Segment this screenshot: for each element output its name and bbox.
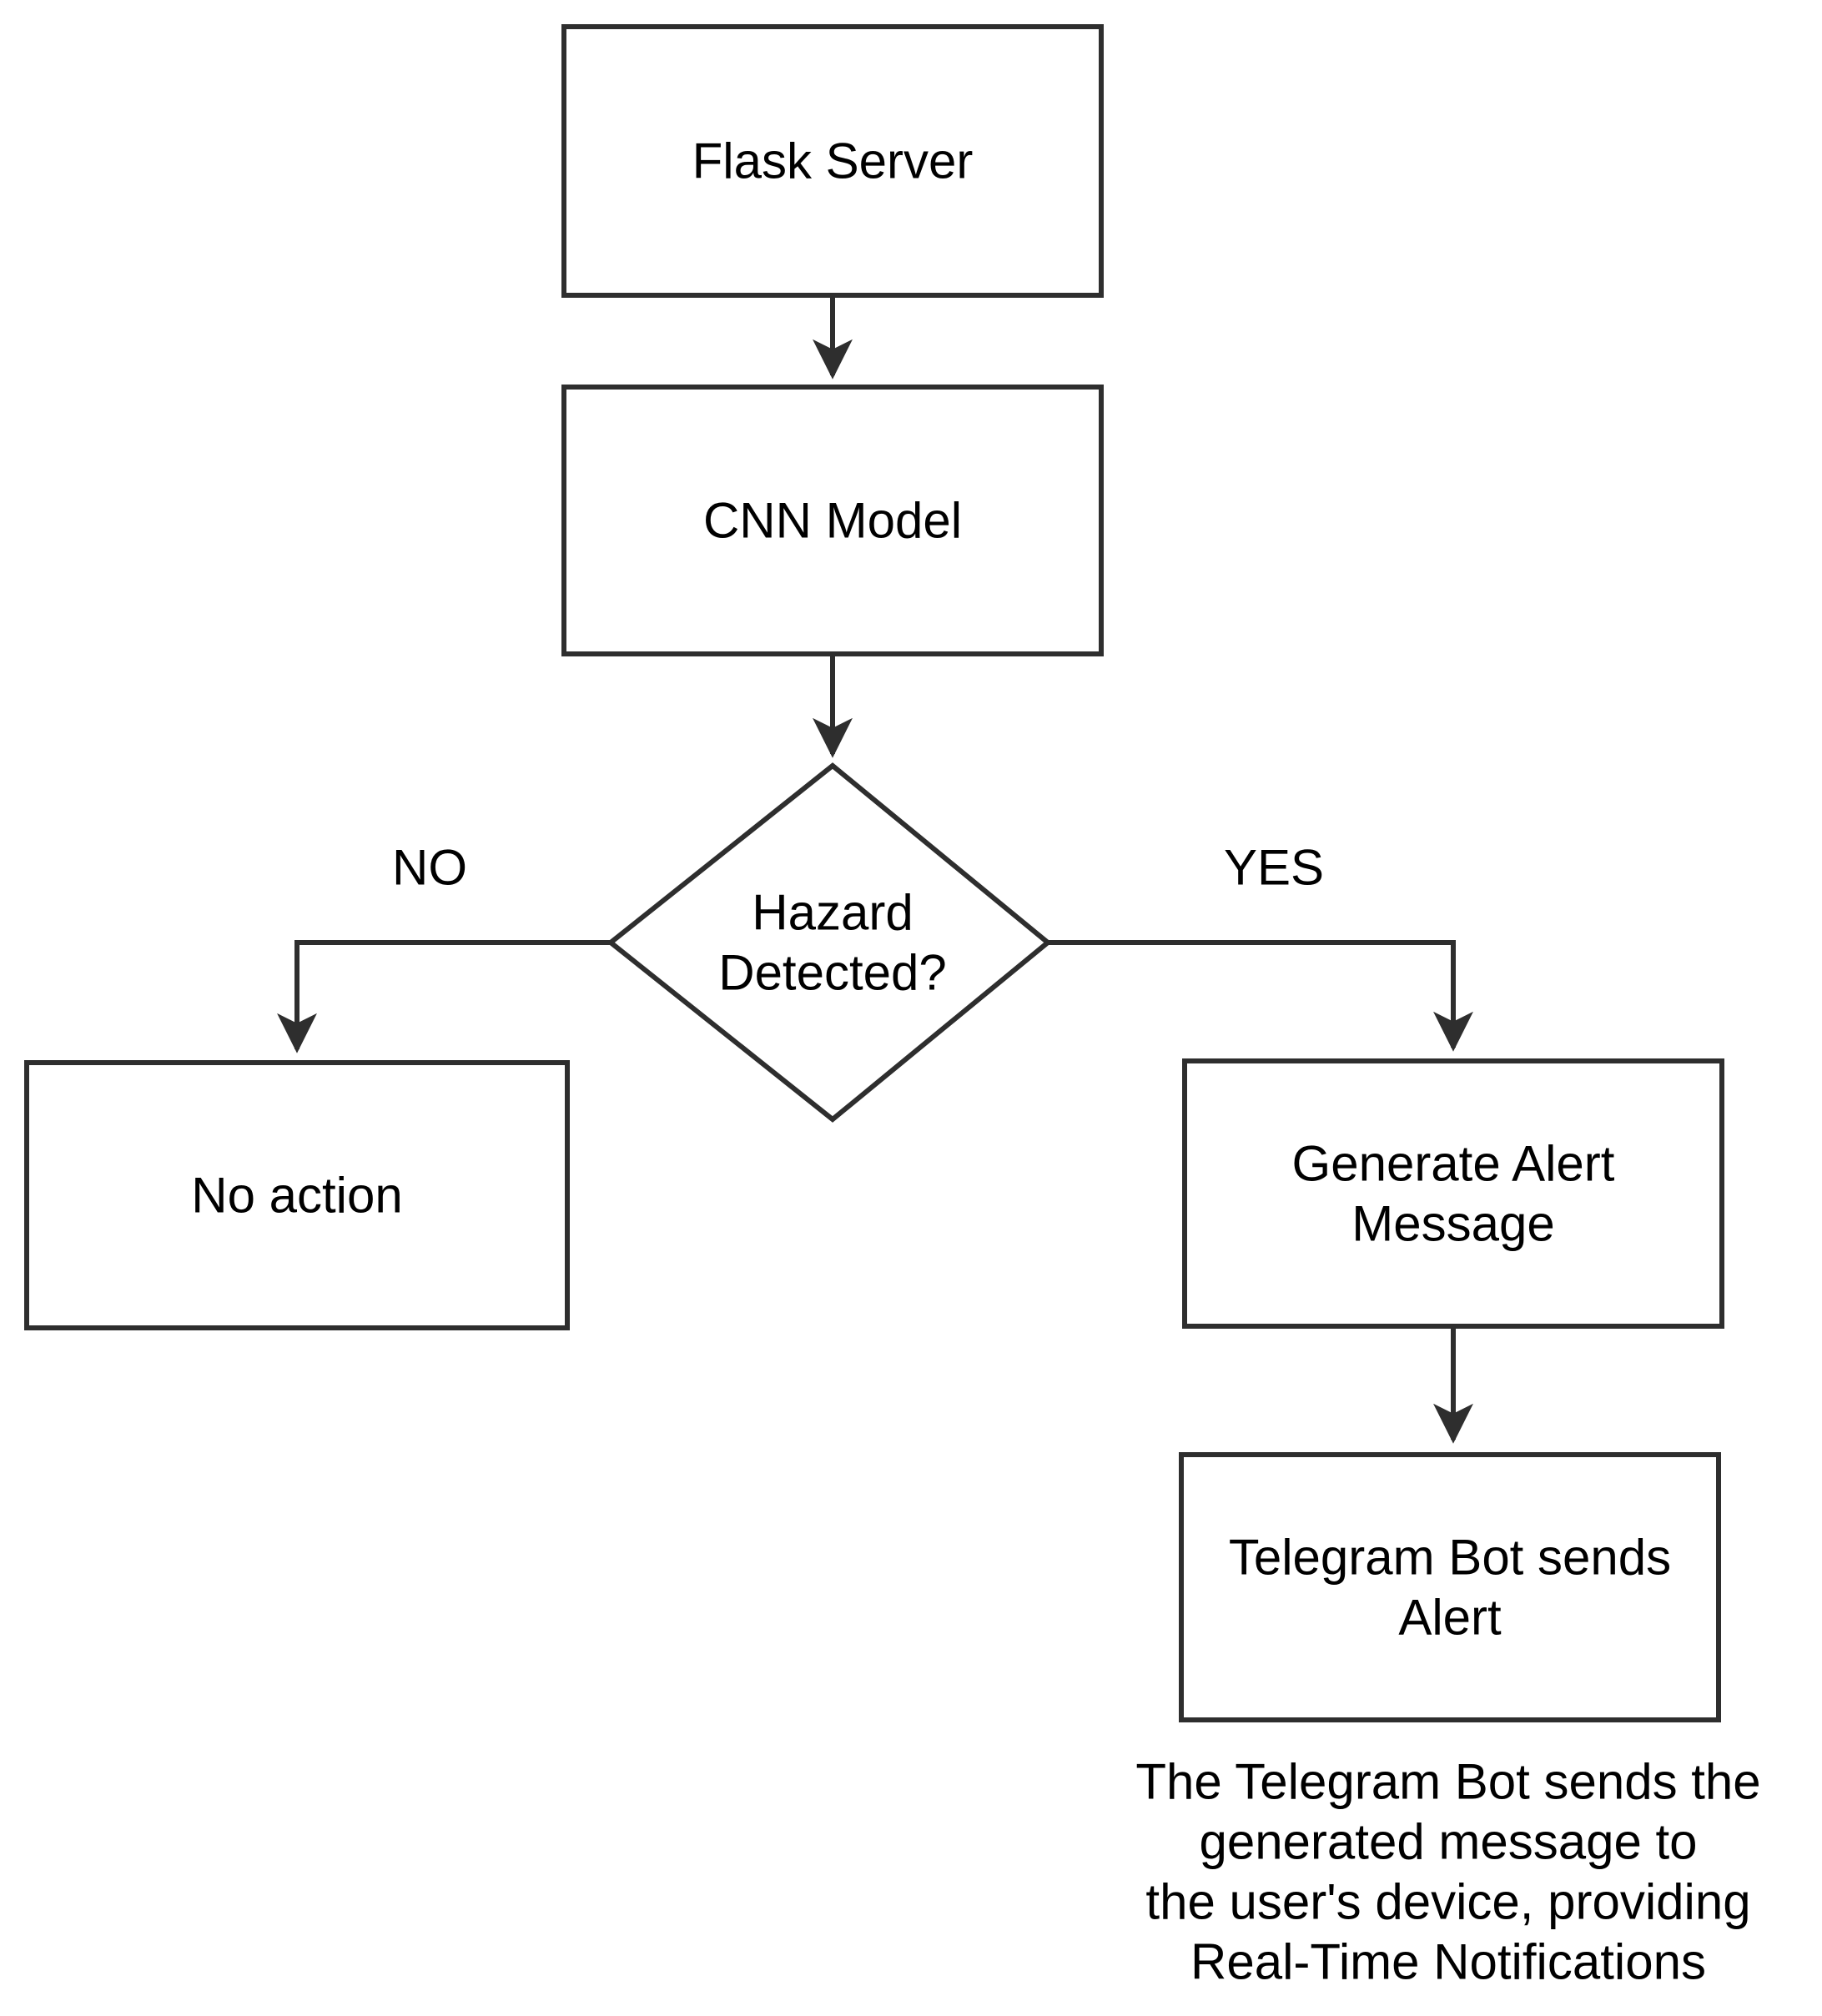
hazard-decision-label-line1: Hazard (752, 885, 913, 941)
hazard-decision-label-line2: Detected? (718, 945, 947, 1001)
caption-line3: the user's device, providing (1145, 1874, 1750, 1930)
caption: The Telegram Bot sends the generated mes… (1135, 1754, 1760, 1990)
node-no-action: No action (24, 1060, 570, 1330)
caption-line1: The Telegram Bot sends the (1135, 1754, 1760, 1810)
flask-server-label: Flask Server (692, 133, 974, 189)
node-flask-server: Flask Server (561, 24, 1104, 298)
no-action-box (24, 1060, 570, 1330)
telegram-bot-box (1179, 1452, 1721, 1722)
branch-label-yes: YES (1224, 840, 1324, 896)
telegram-bot-label-line2: Alert (1398, 1590, 1502, 1646)
arrow-yes-branch (1048, 940, 1473, 1052)
cnn-model-label: CNN Model (703, 493, 962, 549)
node-cnn-model: CNN Model (561, 385, 1104, 656)
cnn-model-box (561, 385, 1104, 656)
caption-line4: Real-Time Notifications (1190, 1934, 1706, 1990)
arrow-no-branch (277, 940, 611, 1053)
flask-server-box (561, 24, 1104, 298)
telegram-bot-label-line1: Telegram Bot sends (1229, 1530, 1671, 1586)
caption-line2: generated message to (1199, 1814, 1697, 1870)
node-telegram-bot: Telegram Bot sends Alert (1179, 1452, 1721, 1722)
generate-alert-label-line1: Generate Alert (1292, 1136, 1615, 1192)
hazard-decision-diamond (606, 762, 1052, 1123)
generate-alert-box (1182, 1058, 1724, 1329)
node-generate-alert: Generate Alert Message (1182, 1058, 1724, 1329)
generate-alert-label-line2: Message (1351, 1196, 1554, 1252)
no-action-label: No action (191, 1168, 402, 1224)
node-hazard-decision: Hazard Detected? (606, 762, 1052, 1123)
branch-label-no: NO (392, 840, 467, 896)
